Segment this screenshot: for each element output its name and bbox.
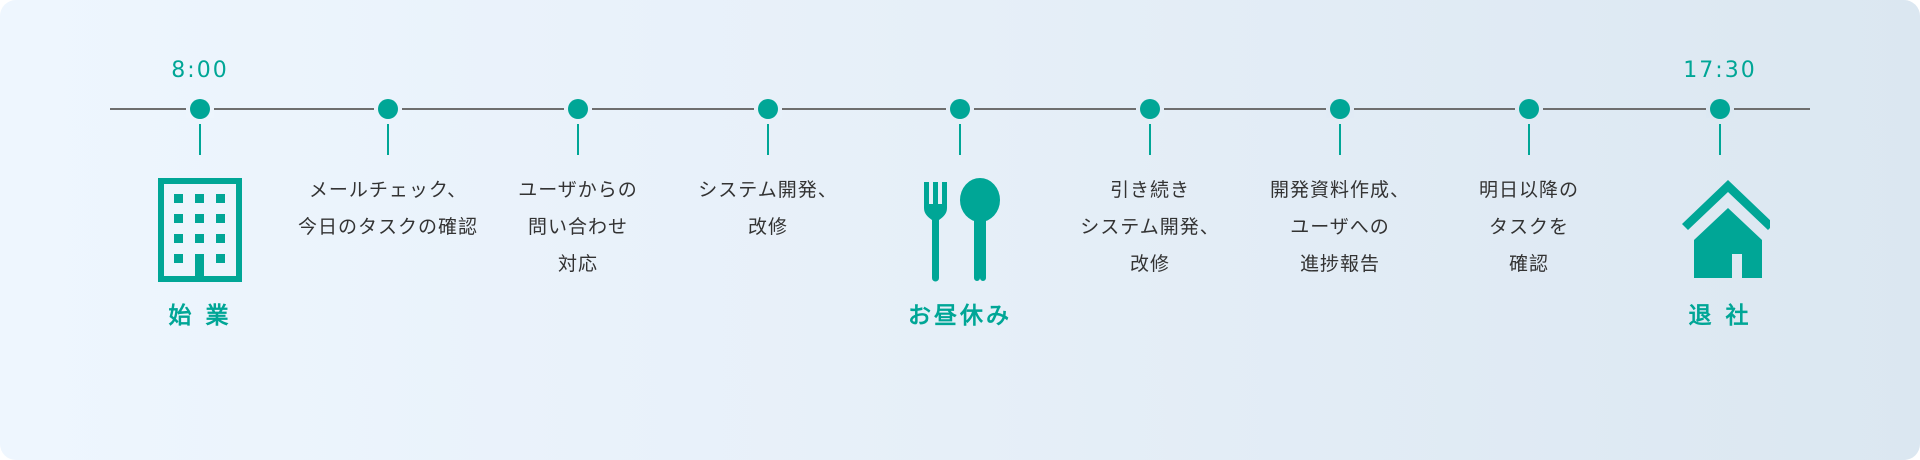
timeline-dot <box>950 99 970 119</box>
timeline-dot <box>378 99 398 119</box>
lunch-label: お昼休み <box>908 303 1012 329</box>
task-line: 今日のタスクの確認 <box>297 216 478 238</box>
task-line: 開発資料作成、 <box>1269 179 1410 201</box>
task-description: 開発資料作成、ユーザへの進捗報告 <box>1245 172 1435 283</box>
end-label: 退 社 <box>1688 303 1752 329</box>
task-description: 引き続きシステム開発、改修 <box>1055 172 1245 283</box>
task-line: タスクを <box>1488 216 1569 238</box>
timeline-tick <box>199 124 201 155</box>
timeline-dot <box>568 99 588 119</box>
timeline-tick <box>1528 124 1530 155</box>
task-line: 進捗報告 <box>1299 253 1380 275</box>
timeline-dot <box>1710 99 1730 119</box>
end-time: 17:30 <box>1683 58 1757 83</box>
timeline-dot <box>758 99 778 119</box>
task-line: ユーザへの <box>1290 216 1390 238</box>
task-line: ユーザからの <box>518 179 638 201</box>
timeline-tick <box>767 124 769 155</box>
timeline-tick <box>959 124 961 155</box>
fork-spoon-icon <box>924 178 1000 282</box>
task-description: メールチェック、今日のタスクの確認 <box>293 172 483 246</box>
start-label: 始 業 <box>168 303 232 329</box>
task-line: 改修 <box>1129 253 1170 275</box>
timeline-dot <box>1330 99 1350 119</box>
task-line: 改修 <box>747 216 788 238</box>
timeline-tick <box>1719 124 1721 155</box>
task-description: 明日以降のタスクを確認 <box>1434 172 1624 283</box>
timeline-tick <box>1149 124 1151 155</box>
task-line: メールチェック、 <box>308 179 468 201</box>
task-line: 引き続き <box>1109 179 1190 201</box>
building-icon <box>158 178 242 282</box>
home-icon <box>1682 180 1770 278</box>
timeline-dot <box>1140 99 1160 119</box>
timeline-tick <box>1339 124 1341 155</box>
timeline-dot <box>1519 99 1539 119</box>
task-line: 確認 <box>1508 253 1549 275</box>
task-line: システム開発、 <box>698 179 838 201</box>
start-time: 8:00 <box>171 58 229 83</box>
task-description: システム開発、改修 <box>673 172 863 246</box>
task-line: 問い合わせ <box>527 216 628 238</box>
timeline-tick <box>387 124 389 155</box>
task-line: システム開発、 <box>1080 216 1220 238</box>
task-line: 明日以降の <box>1478 179 1579 201</box>
timeline-tick <box>577 124 579 155</box>
timeline-dot <box>190 99 210 119</box>
task-description: ユーザからの問い合わせ対応 <box>483 172 673 283</box>
task-line: 対応 <box>557 253 598 275</box>
